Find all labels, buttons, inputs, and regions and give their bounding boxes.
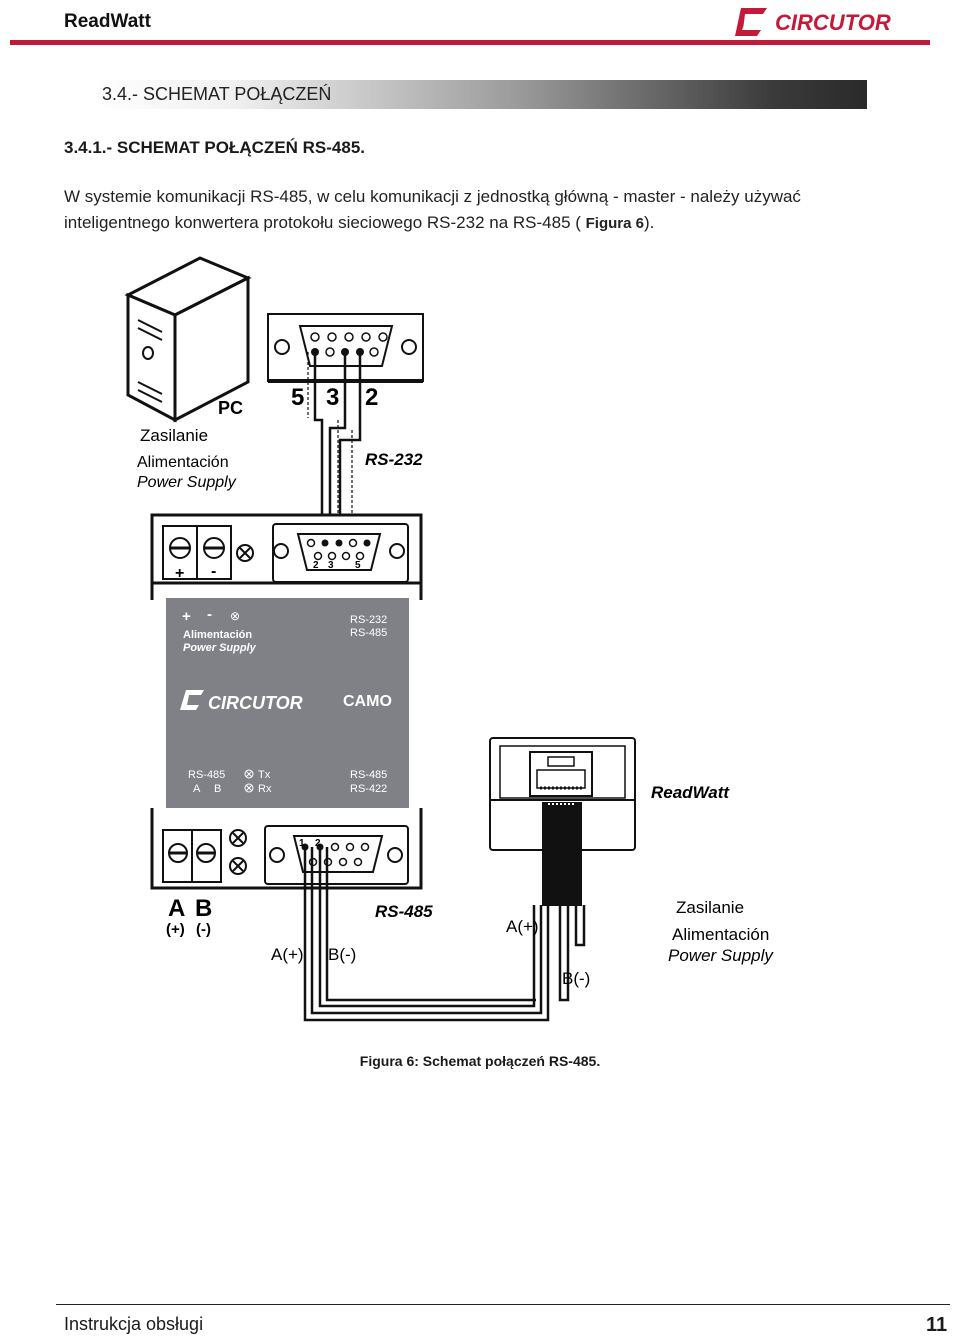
- pc-power-pl: Zasilanie: [140, 426, 208, 445]
- circutor-logo-text: CIRCUTOR: [775, 10, 891, 35]
- terminal-a-sign: (+): [166, 921, 185, 938]
- pc-tower-icon: [124, 256, 252, 423]
- converter-plus-terminal: +: [175, 565, 184, 582]
- terminal-b-label: B: [195, 895, 212, 922]
- db9-top-pin-3: 3: [326, 384, 339, 411]
- readwatt-power-pl: Zasilanie: [676, 898, 744, 917]
- wire-label-b-left: B(-): [328, 945, 356, 964]
- converter-minus-terminal: -: [211, 563, 216, 580]
- body-paragraph: W systemie komunikacji RS-485, w celu ko…: [64, 184, 904, 237]
- converter-front-panel: [166, 598, 409, 808]
- converter-bottom: [150, 808, 423, 890]
- header-rule: [10, 40, 930, 45]
- rs485-label: RS-485: [375, 902, 433, 921]
- panel-label-a: A: [193, 783, 201, 795]
- readwatt-power-es: Alimentación: [672, 925, 769, 944]
- panel-tx: Tx: [258, 769, 271, 781]
- terminal-a-label: A: [168, 895, 185, 922]
- figure-caption: Figura 6: Schemat połączeń RS-485.: [359, 1053, 601, 1069]
- readwatt-label: ReadWatt: [651, 783, 730, 802]
- circutor-logo-mark: [735, 8, 767, 36]
- readwatt-device: [489, 737, 636, 906]
- panel-port-rs485-bottom: RS-485: [350, 769, 387, 781]
- panel-port-rs485: RS-485: [350, 627, 387, 639]
- wire-label-a-left: A(+): [271, 945, 304, 964]
- page-number: 11: [926, 1314, 948, 1336]
- camo-converter: [150, 513, 423, 600]
- figure-reference: Figura 6: [585, 215, 644, 232]
- header-title: ReadWatt: [64, 11, 151, 32]
- converter-db9-pin-5: 5: [355, 560, 361, 571]
- footer-rule: [56, 1304, 950, 1305]
- pc-label: PC: [218, 398, 243, 418]
- paragraph-after: ).: [644, 213, 655, 232]
- converter-db9-pin-3: 3: [328, 560, 334, 571]
- bottom-db9-pin-2: 2: [315, 838, 321, 849]
- db9-top-pin-2: 2: [365, 384, 378, 411]
- paragraph-text: W systemie komunikacji RS-485, w celu ko…: [64, 187, 801, 232]
- panel-cross-icon: ⊗: [230, 609, 240, 623]
- panel-port-rs232: RS-232: [350, 614, 387, 626]
- circutor-logo: CIRCUTOR: [735, 8, 891, 36]
- pc-power-en: Power Supply: [137, 474, 237, 491]
- panel-rs485-label: RS-485: [188, 769, 225, 781]
- bottom-db9-pin-1: 1: [299, 838, 305, 849]
- readwatt-power-en: Power Supply: [668, 946, 774, 965]
- pc-power-es: Alimentación: [137, 454, 229, 471]
- rs485-cable: [303, 847, 586, 1022]
- terminal-b-sign: (-): [196, 921, 211, 938]
- panel-logo-text: CIRCUTOR: [208, 693, 303, 713]
- converter-db9-pin-2: 2: [313, 560, 319, 571]
- panel-port-rs422: RS-422: [350, 783, 387, 795]
- panel-power-en: Power Supply: [183, 642, 257, 654]
- footer-title: Instrukcja obsługi: [64, 1314, 204, 1334]
- section-title: 3.4.- SCHEMAT POŁĄCZEŃ: [102, 84, 332, 104]
- section-bar: [95, 80, 867, 109]
- panel-minus: -: [207, 606, 212, 623]
- subsection-title: 3.4.1.- SCHEMAT POŁĄCZEŃ RS-485.: [64, 138, 366, 157]
- rs232-label: RS-232: [365, 450, 423, 469]
- panel-rx: Rx: [258, 783, 272, 795]
- connection-diagram: PC Zasilanie Alimentación Power Supply 5…: [124, 256, 774, 1022]
- panel-model: CAMO: [343, 693, 392, 710]
- wire-label-a-right: A(+): [506, 917, 539, 936]
- panel-plus: +: [182, 608, 191, 625]
- panel-led-icons: [244, 769, 254, 793]
- panel-label-b: B: [214, 783, 221, 795]
- panel-power-es: Alimentación: [183, 629, 252, 641]
- panel-circutor-logo: CIRCUTOR: [180, 690, 303, 713]
- wire-label-b-right: B(-): [562, 969, 590, 988]
- db9-top-pin-5: 5: [291, 384, 304, 411]
